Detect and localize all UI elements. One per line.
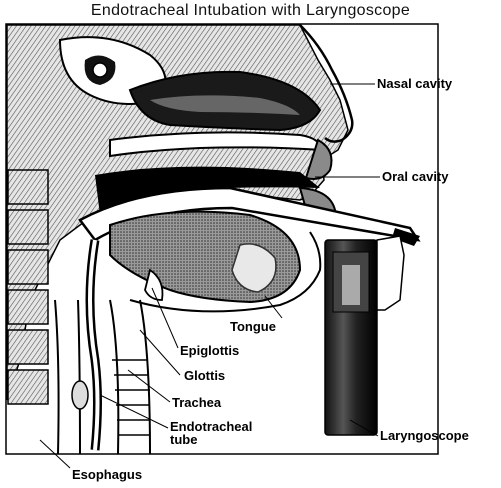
label-endotracheal-tube: Endotracheal tube (170, 420, 252, 446)
label-tongue: Tongue (230, 320, 276, 334)
label-oral-cavity: Oral cavity (382, 170, 449, 184)
label-laryngoscope: Laryngoscope (380, 429, 469, 443)
label-endotracheal-line2: tube (170, 433, 252, 446)
label-nasal-cavity: Nasal cavity (377, 77, 452, 91)
label-trachea: Trachea (172, 396, 221, 410)
cuff (72, 381, 88, 409)
handle-highlight (342, 265, 360, 305)
label-epiglottis: Epiglottis (180, 344, 239, 358)
label-glottis: Glottis (184, 369, 225, 383)
handle-neck (377, 236, 404, 310)
pituitary-region (93, 63, 107, 77)
label-esophagus: Esophagus (72, 468, 142, 482)
